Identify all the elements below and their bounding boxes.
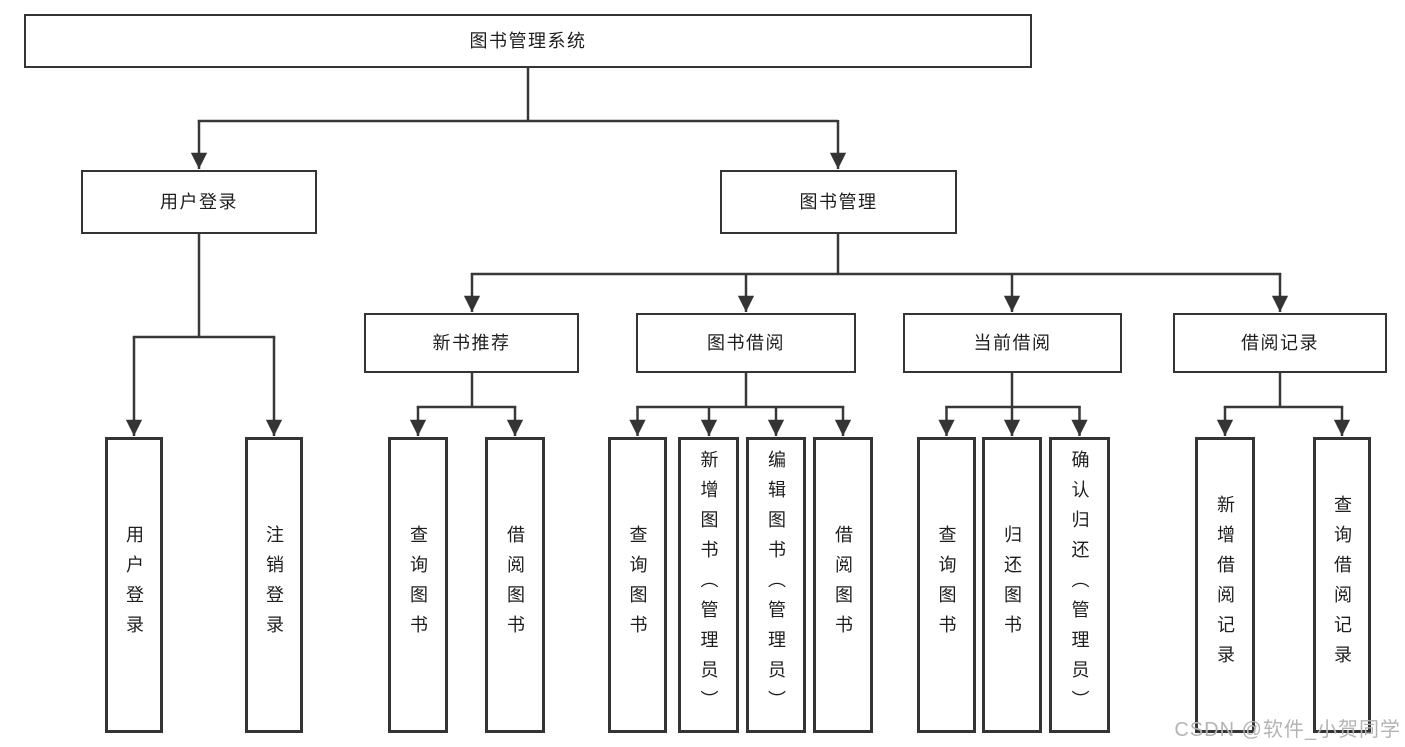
leaf-query-books-borrowing: 查询图书	[608, 437, 667, 733]
node-library-management-system: 图书管理系统	[24, 14, 1032, 68]
leaf-query-books-current: 查询图书	[917, 437, 976, 733]
leaf-add-book-admin: 新增图书（管理员）	[678, 437, 739, 733]
node-book-management: 图书管理	[720, 170, 957, 234]
node-user-login: 用户登录	[81, 170, 317, 234]
node-current-borrowing: 当前借阅	[903, 313, 1122, 373]
leaf-confirm-return-admin: 确认归还（管理员）	[1049, 437, 1110, 733]
leaf-add-borrow-record: 新增借阅记录	[1195, 437, 1255, 733]
leaf-borrow-books-borrowing: 借阅图书	[813, 437, 873, 733]
leaf-return-books: 归还图书	[982, 437, 1042, 733]
leaf-query-borrow-record: 查询借阅记录	[1313, 437, 1371, 733]
watermark: CSDN @软件_小贺同学	[1174, 719, 1401, 741]
leaf-query-books-recommend: 查询图书	[388, 437, 448, 733]
leaf-user-login: 用户登录	[105, 437, 163, 733]
node-borrowing-records: 借阅记录	[1173, 313, 1387, 373]
leaf-edit-book-admin: 编辑图书（管理员）	[746, 437, 806, 733]
leaf-logout: 注销登录	[245, 437, 303, 733]
node-book-borrowing: 图书借阅	[636, 313, 856, 373]
node-new-book-recommendation: 新书推荐	[364, 313, 579, 373]
leaf-borrow-books-recommend: 借阅图书	[485, 437, 545, 733]
